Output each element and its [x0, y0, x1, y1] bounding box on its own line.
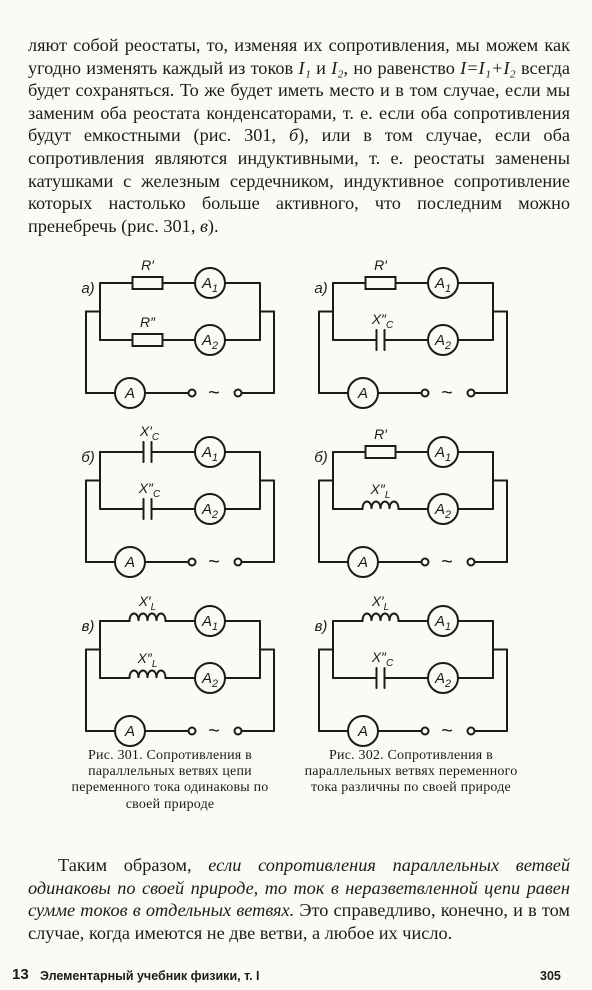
terminal: [466, 726, 476, 736]
ammeter-main-label: A: [357, 385, 368, 402]
current-i1: I₁: [298, 57, 311, 78]
ac-source-symbol: ~: [441, 382, 453, 404]
inductor-coil-label: X′L: [371, 593, 390, 613]
ammeter-a1-label: A1: [201, 444, 218, 464]
terminal: [233, 388, 243, 398]
panel-label: б): [81, 449, 94, 466]
capacitor-label: X″C: [138, 480, 161, 500]
ac-source-symbol: ~: [208, 382, 220, 404]
ammeter-a1-label: A1: [201, 275, 218, 295]
ammeter-main-label: A: [124, 554, 135, 571]
ammeter-a2-label: A2: [434, 670, 451, 690]
resistor: [364, 276, 397, 290]
ammeter-a1-label: A1: [434, 275, 451, 295]
resistor-label: R′: [141, 257, 155, 273]
signature-number: 13: [12, 966, 29, 983]
ammeter-a1-label: A1: [434, 613, 451, 633]
resistor-label: R′: [374, 426, 388, 442]
text-run: Это справедливо, конечно, и в том случае…: [28, 900, 570, 943]
fig301-panel-a: R′ A1R″ A2A ~ а): [81, 257, 275, 409]
text-run: и: [310, 57, 332, 78]
inductor-coil: [361, 612, 400, 622]
current-i2: I₂: [331, 57, 344, 78]
resistor-label: R″: [140, 314, 156, 330]
capacitor-label: X″C: [371, 311, 394, 331]
inductor-coil-label: X′L: [138, 593, 157, 613]
resistor: [364, 445, 397, 459]
panel-label: б): [314, 449, 327, 466]
text-run: Таким образом,: [58, 855, 209, 875]
ac-source-symbol: ~: [441, 551, 453, 573]
inductor-coil: [128, 669, 167, 679]
capacitor-label: X′C: [139, 423, 160, 443]
terminal: [420, 557, 430, 567]
fig301-panel-v: X′L A1X″L A2A ~ в): [82, 593, 275, 747]
terminal: [420, 726, 430, 736]
resistor: [131, 333, 164, 347]
panel-label: в): [82, 618, 95, 635]
ac-source-symbol: ~: [208, 720, 220, 742]
equation: I=I₁+I₂: [460, 57, 516, 78]
inductor-coil: [128, 612, 167, 622]
terminal: [187, 726, 197, 736]
resistor-label: R′: [374, 257, 388, 273]
ammeter-a2-label: A2: [434, 501, 451, 521]
panel-label: а): [314, 280, 327, 297]
terminal: [233, 726, 243, 736]
ammeter-main-label: A: [124, 723, 135, 740]
caption-fig-302: Рис. 302. Сопротивления в параллельных в…: [304, 748, 518, 796]
ammeter-main-label: A: [124, 385, 135, 402]
caption-fig-301: Рис. 301. Сопротивления в параллельных в…: [71, 748, 269, 812]
terminal: [420, 388, 430, 398]
ammeter-a2-label: A2: [201, 501, 218, 521]
ammeter-main-label: A: [357, 554, 368, 571]
text-run: ляют собой реостаты, то, изменяя их сопр…: [28, 35, 570, 78]
panel-label: в): [315, 618, 328, 635]
fig302-panel-v: X′L A1X″C A2A ~ в): [315, 593, 508, 747]
inductor-coil: [361, 500, 400, 510]
ammeter-main-label: A: [357, 723, 368, 740]
capacitor-label: X″C: [371, 649, 394, 669]
panel-label: а): [81, 280, 94, 297]
text-run: , но равенство: [343, 57, 461, 78]
italic-statement: если сопротивления параллельных ветвей о…: [28, 855, 571, 921]
inductor-coil-label: X″L: [137, 650, 158, 670]
inductor-coil-label: X″L: [370, 481, 391, 501]
ammeter-a1-label: A1: [434, 444, 451, 464]
ammeter-a1-label: A1: [201, 613, 218, 633]
terminal: [466, 388, 476, 398]
ammeter-a2-label: A2: [201, 670, 218, 690]
terminal: [187, 388, 197, 398]
terminal: [233, 557, 243, 567]
fig302-panel-b: R′ A1X″L A2A ~ б): [314, 426, 508, 578]
text-run: ).: [207, 215, 219, 236]
terminal: [187, 557, 197, 567]
fig-ref-b: б: [288, 125, 299, 146]
text-run: всегда будет сохраняться. То же будет им…: [28, 57, 570, 146]
ammeter-a2-label: A2: [434, 332, 451, 352]
fig302-panel-a: R′ A1X″C A2A ~ а): [314, 257, 508, 409]
fig301-panel-b: X′C A1X″C A2A ~ б): [81, 423, 275, 578]
ac-source-symbol: ~: [208, 551, 220, 573]
text-run: ), или в том случае, если оба сопротивле…: [28, 125, 570, 236]
footer-book-title: Элементарный учебник физики, т. I: [40, 969, 260, 983]
ac-source-symbol: ~: [441, 720, 453, 742]
body-paragraph-bottom: Таким образом, если сопротивления паралл…: [28, 854, 570, 944]
terminal: [466, 557, 476, 567]
fig-ref-v: в: [199, 215, 208, 236]
body-paragraph-top: ляют собой реостаты, то, изменяя их сопр…: [28, 34, 570, 237]
ammeter-a2-label: A2: [201, 332, 218, 352]
page-number: 305: [540, 969, 561, 983]
resistor: [131, 276, 164, 290]
